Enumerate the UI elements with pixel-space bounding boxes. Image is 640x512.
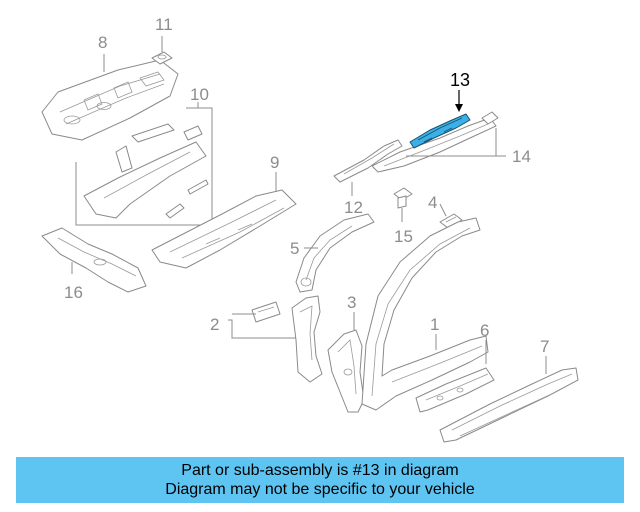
callout-15: 15 (394, 227, 413, 246)
callout-12: 12 (344, 198, 363, 217)
part-13-reinforcement-highlighted[interactable] (409, 113, 471, 149)
part-5-pillar-inner[interactable] (295, 213, 375, 293)
part-6-rocker-reinforcement[interactable] (415, 367, 495, 413)
callout-5: 5 (290, 239, 299, 258)
part-2-hinge-pillar[interactable] (251, 295, 323, 383)
callout-6: 6 (480, 321, 489, 340)
callout-7: 7 (540, 337, 549, 356)
part-16-frame-rail[interactable] (41, 227, 147, 293)
callout-11: 11 (155, 15, 173, 34)
part-7-rocker-outer[interactable] (439, 367, 579, 443)
callout-4: 4 (428, 193, 437, 212)
parts-diagram: 8 11 10 9 16 12 (41, 15, 579, 443)
part-14-side-rail[interactable] (371, 111, 499, 173)
callout-8: 8 (98, 33, 107, 52)
callout-16: 16 (64, 283, 83, 302)
info-banner: Part or sub-assembly is #13 in diagram D… (16, 457, 624, 503)
callout-1: 1 (430, 315, 439, 334)
part-8-floor-pan[interactable] (41, 59, 179, 141)
banner-line-2: Diagram may not be specific to your vehi… (165, 481, 475, 498)
callout-9: 9 (270, 153, 279, 172)
callout-2: 2 (210, 315, 219, 334)
part-9-rear-floor[interactable] (151, 189, 297, 269)
part-3-pillar-reinforcement[interactable] (327, 329, 365, 413)
callout-10: 10 (190, 85, 209, 104)
callout-3: 3 (347, 293, 356, 312)
banner-line-1: Part or sub-assembly is #13 in diagram (181, 462, 459, 479)
part-12-sill-strip[interactable] (333, 139, 403, 183)
part-15-clip[interactable] (393, 187, 413, 209)
callout-14: 14 (512, 147, 531, 166)
part-10-floor-reinforcement[interactable] (75, 107, 213, 226)
part-4-bracket[interactable] (439, 213, 463, 229)
part-1-body-side-outer[interactable] (361, 217, 489, 411)
part-11-plug[interactable] (151, 51, 173, 65)
callout-13: 13 (450, 70, 470, 90)
